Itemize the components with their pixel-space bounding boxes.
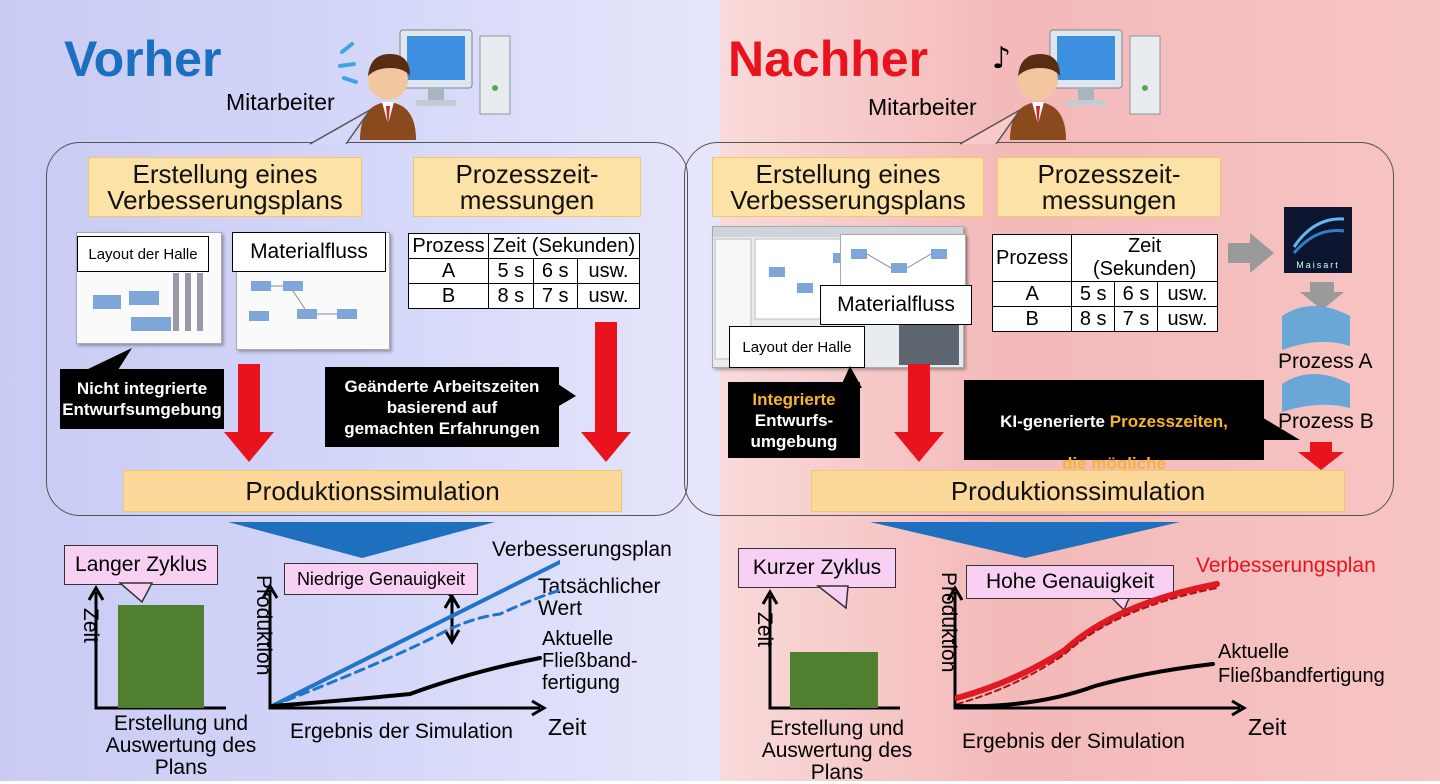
plan-series-line xyxy=(270,560,560,708)
material-flow-label: Materialfluss xyxy=(820,285,972,325)
worker-computer-icon xyxy=(338,29,511,140)
before-line-chart xyxy=(270,560,560,708)
before-process-frame xyxy=(46,142,688,516)
process-a-label: Prozess A xyxy=(1278,350,1373,373)
maisart-text: Maisart xyxy=(1296,260,1340,270)
plan-creation-box: Erstellung eines Verbesserungsplans xyxy=(88,157,362,217)
table-cell: 5 s xyxy=(488,258,534,284)
table-cell: A xyxy=(991,281,1073,307)
plan-series-label: Verbesserungsplan xyxy=(492,538,672,561)
table-cell: 7 s xyxy=(532,283,578,309)
material-flow-label: Materialfluss xyxy=(232,232,386,272)
table-header: Zeit (Sekunden) xyxy=(488,233,640,259)
plan-series-label: Verbesserungsplan xyxy=(1196,554,1376,577)
process-b-label: Prozess B xyxy=(1278,410,1374,433)
speech-tail xyxy=(309,109,371,145)
result-label: Ergebnis der Simulation xyxy=(290,720,513,743)
result-label: Ergebnis der Simulation xyxy=(962,730,1185,753)
cycle-callout: Langer Zyklus xyxy=(64,545,218,585)
time-measure-box: Prozesszeit- messungen xyxy=(413,157,641,217)
simulation-box: Produktionssimulation xyxy=(123,470,622,512)
experience-times-callout: Geänderte Arbeitszeiten basierend auf ge… xyxy=(325,367,559,447)
table-header: Prozess xyxy=(991,234,1073,282)
assembly-line-series xyxy=(270,656,542,708)
accuracy-callout: Hohe Genauigkeit xyxy=(966,565,1174,599)
table-cell: 7 s xyxy=(1114,306,1158,332)
process-times-word: Prozesszeiten, xyxy=(1109,412,1228,431)
integrated-callout: Integrierte Entwurfs- umgebung xyxy=(728,382,860,458)
after-process-frame xyxy=(684,142,1394,516)
non-integrated-callout: Nicht integrierte Entwurfsumgebung xyxy=(60,369,224,429)
plan-series-line xyxy=(955,581,1220,701)
table-cell: usw. xyxy=(576,283,641,309)
after-line-chart xyxy=(955,581,1220,709)
table-header: Zeit (Sekunden) xyxy=(1071,234,1218,282)
actual-series-label: Tatsächlicher Wert xyxy=(538,575,661,620)
hall-layout-label: Layout der Halle xyxy=(77,236,209,272)
table-cell: 8 s xyxy=(1071,306,1116,332)
maisart-logo: Maisart xyxy=(1284,207,1352,273)
ai-word: KI-generierte xyxy=(1000,412,1110,431)
speech-tail xyxy=(959,109,1021,145)
worker-label: Mitarbeiter xyxy=(868,94,977,120)
accuracy-callout: Niedrige Genauigkeit xyxy=(284,563,478,595)
integrated-word: Integrierte xyxy=(752,389,836,409)
long-cycle-bar xyxy=(118,605,204,708)
cycle-callout: Kurzer Zyklus xyxy=(738,548,896,588)
hall-layout-label: Layout der Halle xyxy=(729,326,865,368)
simulation-box: Produktionssimulation xyxy=(811,470,1345,512)
table-cell: 5 s xyxy=(1071,281,1116,307)
assembly-line-series xyxy=(955,662,1215,709)
after-title: Nachher xyxy=(728,31,929,87)
bar-x-label: Erstellung und Auswertung des Plans xyxy=(761,717,913,784)
short-cycle-bar xyxy=(790,652,878,708)
actual-series-line xyxy=(956,587,1218,705)
svg-text:♪: ♪ xyxy=(992,41,1011,76)
table-cell: usw. xyxy=(1156,281,1219,307)
table-cell: 6 s xyxy=(532,258,578,284)
chart-x-label: Zeit xyxy=(1248,714,1287,740)
table-cell: 6 s xyxy=(1114,281,1158,307)
environment-word: Entwurfs- umgebung xyxy=(750,410,838,451)
before-title: Vorher xyxy=(64,31,222,87)
table-cell: usw. xyxy=(576,258,641,284)
worker-label: Mitarbeiter xyxy=(226,89,335,115)
table-cell: usw. xyxy=(1156,306,1219,332)
plan-creation-box: Erstellung eines Verbesserungsplans xyxy=(712,157,984,217)
table-cell: B xyxy=(407,283,490,309)
line-series-label: Aktuelle Fließbandfertigung xyxy=(1218,641,1385,687)
bar-x-label: Erstellung und Auswertung des Plans xyxy=(105,712,257,779)
table-cell: 8 s xyxy=(488,283,534,309)
bar-y-label: Zeit xyxy=(753,612,776,648)
time-measure-box: Prozesszeit- messungen xyxy=(997,157,1221,217)
actual-series-line xyxy=(270,588,560,708)
line-series-label: Aktuelle Fließband- fertigung xyxy=(542,628,638,694)
worker-computer-icon: ♪ xyxy=(992,29,1161,140)
chart-x-label: Zeit xyxy=(548,714,587,740)
table-cell: B xyxy=(991,306,1073,332)
